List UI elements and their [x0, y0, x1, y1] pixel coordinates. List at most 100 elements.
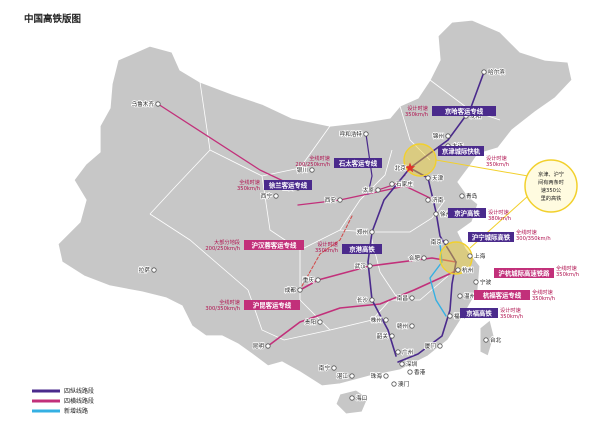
city-dot: [455, 267, 461, 273]
city-dot: [349, 373, 355, 379]
line-label-name: 沪昆客运专线: [253, 301, 292, 310]
city-dot: [425, 197, 431, 203]
callout-line3: 速350公: [541, 187, 561, 194]
city-24: 昆明: [252, 342, 271, 351]
city-dot: [433, 211, 439, 217]
city-34: 石家庄: [389, 179, 414, 189]
line-hukun-horizontal: [267, 269, 459, 347]
city-33: 太原: [362, 185, 381, 195]
line-label-box: [474, 290, 530, 300]
line-label-note: 设计时速: [500, 306, 521, 314]
city-36: 银川: [296, 165, 315, 175]
city-label: 太原: [363, 186, 375, 194]
city-5: 济南: [425, 195, 444, 205]
city-label: 湛江: [337, 373, 349, 380]
jingjin-highlight: [403, 143, 437, 177]
line-label-speed: 300/350km/h: [516, 236, 551, 242]
city-dot: [369, 297, 375, 303]
city-label: 西安: [325, 196, 337, 204]
line-label-note: 设计时速: [488, 208, 509, 216]
legend-label-new: 新增线路: [64, 407, 88, 415]
city-dot: [331, 365, 337, 371]
city-26: 重庆: [302, 275, 321, 285]
city-dot: [395, 349, 401, 355]
line-label-note: 全线时速: [556, 264, 577, 272]
city-label: 福州: [454, 312, 465, 320]
city-17: 深圳: [399, 359, 418, 369]
line-jinghu-vertical: [409, 167, 457, 263]
city-dot: [317, 319, 323, 325]
city-dot: [391, 381, 397, 387]
city-dot: [459, 193, 465, 199]
city-dot: [409, 323, 415, 329]
line-label-name: 京沪高铁: [454, 209, 480, 218]
callout-line2: 间有两条时: [538, 178, 564, 186]
city-27: 武汉: [354, 261, 373, 271]
city-label: 乌鲁木齐: [132, 100, 155, 108]
city-dot: [481, 69, 487, 75]
city-42: 赣州: [396, 321, 415, 331]
line-label-note: 设计时速: [407, 104, 428, 112]
line-label-note: 设计时速: [486, 154, 507, 162]
line-label-note: 全线时速: [219, 298, 240, 306]
city-dot: [383, 317, 389, 323]
city-dot: [309, 167, 315, 173]
city-dot: [265, 343, 271, 349]
line-label-box: [432, 106, 496, 116]
city-dot: [437, 343, 443, 349]
hainan-island: [335, 389, 369, 415]
legend-label-horizontal: 四横线路段: [64, 397, 94, 405]
line-qingtai-horizontal: [297, 185, 431, 206]
city-dot: [483, 337, 489, 343]
city-label: 深圳: [406, 360, 418, 368]
city-16: 广州: [395, 347, 414, 357]
city-label: 宁波: [480, 278, 492, 286]
city-dot: [467, 253, 473, 259]
line-label-name: 沪杭城际高速铁路: [498, 269, 550, 278]
city-dot: [367, 263, 373, 269]
city-19: 香港: [407, 367, 426, 377]
city-3: 北京: [394, 162, 416, 173]
line-label-speed: 300/350km/h: [205, 306, 240, 312]
city-dot: [399, 361, 405, 367]
callout-line4: 里的高铁: [541, 194, 562, 202]
city-label: 郑州: [357, 228, 368, 236]
huning-highlight: [439, 241, 473, 275]
city-label: 厦门: [425, 342, 437, 350]
city-dot: [375, 187, 381, 193]
city-dot: [409, 295, 415, 301]
line-label-speed: 350km/h: [315, 248, 338, 254]
city-label: 南宁: [319, 364, 331, 372]
city-dot: [443, 239, 449, 245]
city-dot: [473, 279, 479, 285]
line-label-name: 京津城际快轨: [442, 147, 481, 156]
city-label: 南京: [431, 238, 443, 246]
line-label-name: 杭福客运专线: [483, 291, 522, 300]
line-label-box: [460, 308, 498, 318]
city-40: 拉萨: [138, 265, 157, 275]
city-label: 成都: [285, 286, 297, 294]
line-label-speed: 200/250km/h: [295, 162, 330, 168]
city-4: 天津: [425, 174, 444, 183]
line-label-name: 京福高铁: [466, 309, 492, 318]
city-dot: [297, 287, 303, 293]
city-10: 杭州: [455, 265, 474, 275]
city-30: 合肥: [408, 253, 427, 263]
city-label: 台北: [490, 336, 502, 344]
line-label-9: 杭福客运专线全线时速350km/h: [474, 288, 555, 302]
city-label: 澳门: [398, 380, 410, 388]
line-label-box: [244, 240, 304, 250]
city-39: 乌鲁木齐: [131, 99, 161, 109]
city-label: 贵阳: [305, 318, 317, 326]
city-44: 韶关: [376, 331, 395, 341]
city-dot: [389, 333, 395, 339]
city-0: 哈尔滨: [481, 67, 506, 77]
line-jinggang-vertical: [367, 167, 411, 357]
city-25: 成都: [284, 285, 303, 295]
